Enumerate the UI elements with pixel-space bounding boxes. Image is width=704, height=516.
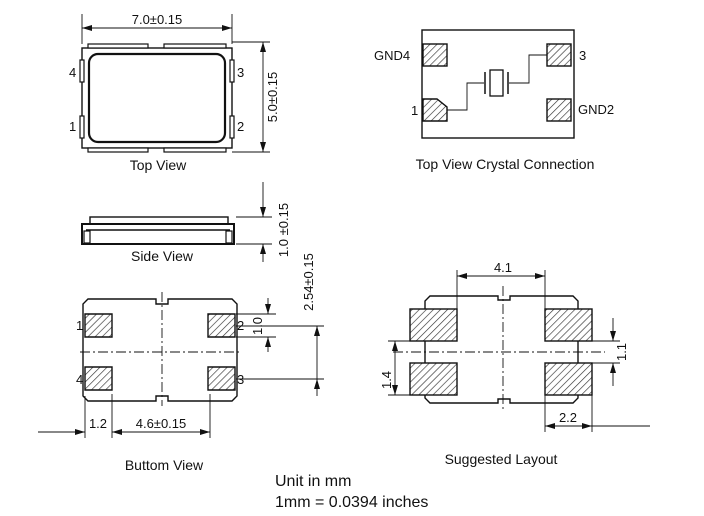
crystal-label-gnd4: GND4 — [374, 48, 410, 63]
side-view-caption: Side View — [131, 248, 194, 264]
layout-pad-top-left — [409, 308, 458, 342]
layout-outline — [424, 295, 579, 404]
bottom-view-caption: Buttom View — [125, 457, 204, 473]
top-pad-bottom-left — [87, 147, 149, 153]
top-pin-4: 4 — [69, 65, 76, 80]
top-pin-3: 3 — [237, 65, 244, 80]
top-pad-3 — [229, 59, 235, 83]
layout-pad-bottom-right — [544, 362, 593, 396]
layout-left-dim: 1.4 — [379, 371, 394, 389]
crystal-pad-gnd4 — [422, 43, 448, 67]
layout-pad-top-right — [544, 308, 593, 342]
layout-right-dim: 1.1 — [614, 343, 629, 361]
top-view-frame — [81, 47, 233, 149]
crystal-wire-pin3 — [509, 54, 547, 84]
layout-pad-bottom-left — [409, 362, 458, 396]
suggested-layout-view: 4.1 2.2 1.1 1.4 Suggested Layout — [379, 260, 650, 467]
bottom-pin-2: 2 — [237, 318, 244, 333]
bottom-pad-4 — [84, 366, 113, 391]
side-height-dim: 1.0 ±0.15 — [276, 203, 291, 257]
side-view-body — [81, 223, 235, 245]
unit-notes: Unit in mm 1mm = 0.0394 inches — [275, 473, 428, 511]
top-pad-4 — [79, 59, 85, 83]
layout-top-dim: 4.1 — [494, 260, 512, 275]
top-pad-top-right — [163, 43, 227, 49]
bottom-pad-width-dim: 1.2 — [89, 416, 107, 431]
top-pin-1: 1 — [69, 119, 76, 134]
crystal-pad-gnd2 — [546, 98, 572, 122]
bottom-pad-1 — [84, 313, 113, 338]
crystal-connection-caption: Top View Crystal Connection — [416, 156, 595, 172]
bottom-pin-3: 3 — [237, 372, 244, 387]
side-view-lid — [89, 216, 229, 225]
bottom-view-outline — [82, 298, 238, 402]
suggested-layout-caption: Suggested Layout — [445, 451, 558, 467]
crystal-frame — [421, 29, 575, 139]
top-view-caption: Top View — [130, 157, 187, 173]
crystal-pad-3 — [546, 43, 572, 67]
crystal-connection-view: GND4 3 1 GND2 Top View Crystal Connectio… — [374, 29, 614, 172]
bottom-pin-1: 1 — [76, 318, 83, 333]
top-height-dim: 5.0±0.15 — [265, 72, 280, 123]
top-view-lid — [87, 52, 227, 144]
top-pad-2 — [229, 115, 235, 139]
unit-note: Unit in mm — [275, 473, 351, 490]
bottom-row-pitch-dim: 2.54±0.15 — [301, 253, 316, 311]
side-pad-right — [225, 230, 233, 244]
crystal-wire-pin1 — [447, 82, 484, 111]
side-view: 1.0 ±0.15 Side View — [81, 182, 291, 264]
bottom-pad-pitch-dim: 4.6±0.15 — [136, 416, 187, 431]
top-pad-1 — [79, 115, 85, 139]
bottom-pad-3 — [207, 366, 236, 391]
top-width-dim: 7.0±0.15 — [132, 12, 183, 27]
crystal-label-3: 3 — [579, 48, 586, 63]
crystal-pad-1 — [422, 98, 448, 122]
top-view: 7.0±0.15 5.0±0.15 4 1 3 2 Top View — [69, 12, 280, 173]
top-pad-bottom-right — [163, 147, 227, 153]
top-pad-top-left — [87, 43, 149, 49]
top-pin-2: 2 — [237, 119, 244, 134]
side-pad-left — [83, 230, 91, 244]
crystal-label-1: 1 — [411, 103, 418, 118]
bottom-view: 1 2 3 4 1.2 4.6±0.15 1.0 2.54±0.15 Butto… — [38, 253, 324, 473]
layout-bottom-dim: 2.2 — [559, 410, 577, 425]
bottom-pin-4: 4 — [76, 372, 83, 387]
conversion-note: 1mm = 0.0394 inches — [275, 494, 428, 511]
bottom-pad-2 — [207, 313, 236, 338]
crystal-label-gnd2: GND2 — [578, 102, 614, 117]
crystal-symbol — [489, 69, 504, 97]
